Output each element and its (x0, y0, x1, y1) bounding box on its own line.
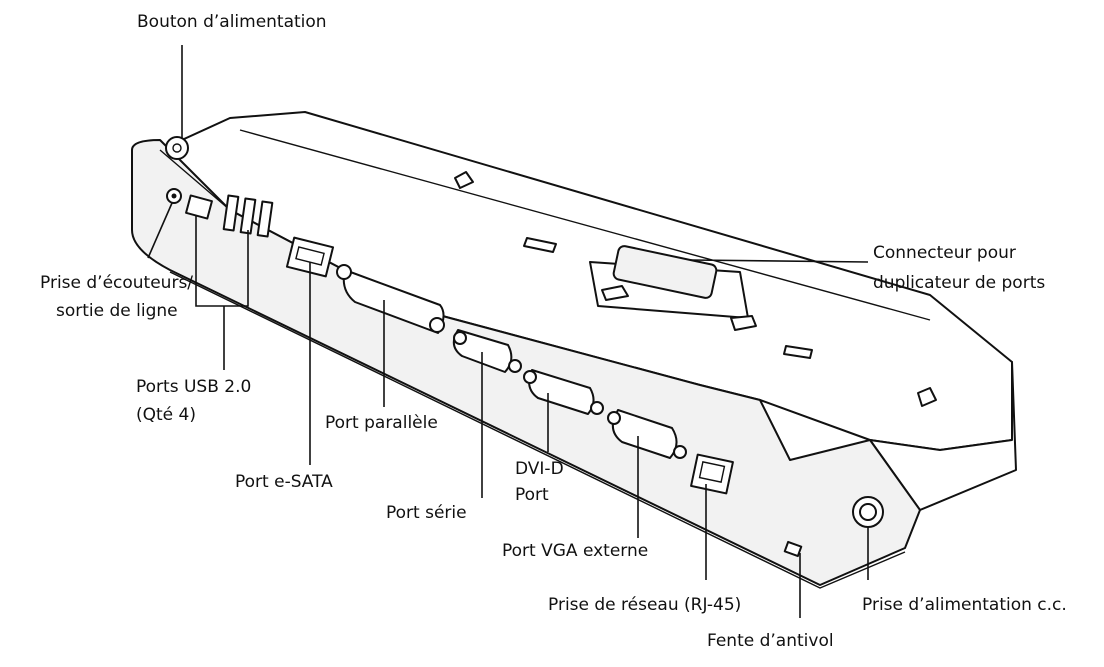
label-headphone-jack-line2: sortie de ligne (56, 301, 178, 321)
label-dvi-port-line1: DVI-D (515, 459, 564, 479)
usb-port-1 (185, 194, 213, 220)
leader-usb-ports (195, 216, 249, 370)
label-vga-port: Port VGA externe (502, 541, 648, 561)
leader-dock-connector (689, 259, 869, 263)
label-usb-ports-line2: (Qté 4) (136, 405, 196, 425)
leader-headphone-jack (147, 202, 173, 259)
guide-tab-3 (601, 285, 629, 301)
label-dock-connector-line2: duplicateur de ports (873, 273, 1045, 293)
labels: Bouton d’alimentation Prise d’écouteurs/… (40, 12, 1067, 651)
serial-port-screw-right (508, 359, 522, 373)
label-usb-ports-line1: Ports USB 2.0 (136, 377, 251, 397)
usb-port-3 (239, 197, 257, 235)
leader-lines (147, 45, 869, 618)
label-serial-port: Port série (386, 503, 467, 523)
dvi-port-screw-right (590, 401, 604, 415)
label-dock-connector-line1: Connecteur pour (873, 243, 1016, 263)
dock-connector (612, 245, 718, 299)
power-button-inner (172, 143, 182, 153)
guide-tab-6 (917, 387, 937, 407)
label-dvi-port-line2: Port (515, 485, 549, 505)
vga-port-screw-right (673, 445, 687, 459)
headphone-jack-hole (171, 193, 177, 199)
parallel-port (342, 269, 445, 334)
usb-port-4 (256, 200, 274, 238)
label-dc-power-jack: Prise d’alimentation c.c. (862, 595, 1067, 615)
label-parallel-port: Port parallèle (325, 413, 438, 433)
label-lock-slot: Fente d’antivol (707, 631, 834, 651)
dc-power-jack-inner (859, 503, 877, 521)
label-headphone-jack-line1: Prise d’écouteurs/ (40, 273, 193, 293)
label-esata-port: Port e-SATA (235, 472, 333, 492)
device-bottom-edge (169, 271, 906, 589)
guide-tab-4 (730, 315, 757, 331)
lock-slot (783, 540, 803, 558)
label-network-jack: Prise de réseau (RJ-45) (548, 595, 741, 615)
guide-tab-1 (454, 171, 474, 189)
port-replicator-device (131, 111, 1017, 589)
rj45-port (690, 453, 734, 495)
guide-tab-5 (783, 345, 813, 359)
guide-tab-2 (523, 237, 557, 253)
device-rear-strip (239, 129, 931, 321)
label-power-button: Bouton d’alimentation (137, 12, 327, 32)
parallel-port-screw-left (336, 264, 352, 280)
vga-port-screw-left (607, 411, 621, 425)
serial-port-screw-left (453, 331, 467, 345)
rj45-port-inner (698, 461, 726, 483)
power-button-icon[interactable] (165, 136, 189, 160)
esata-port-inner (295, 246, 325, 266)
parallel-port-screw-right (429, 317, 445, 333)
usb-port-2 (222, 194, 240, 232)
dvi-port-screw-left (523, 370, 537, 384)
device-front-edge (159, 149, 231, 211)
